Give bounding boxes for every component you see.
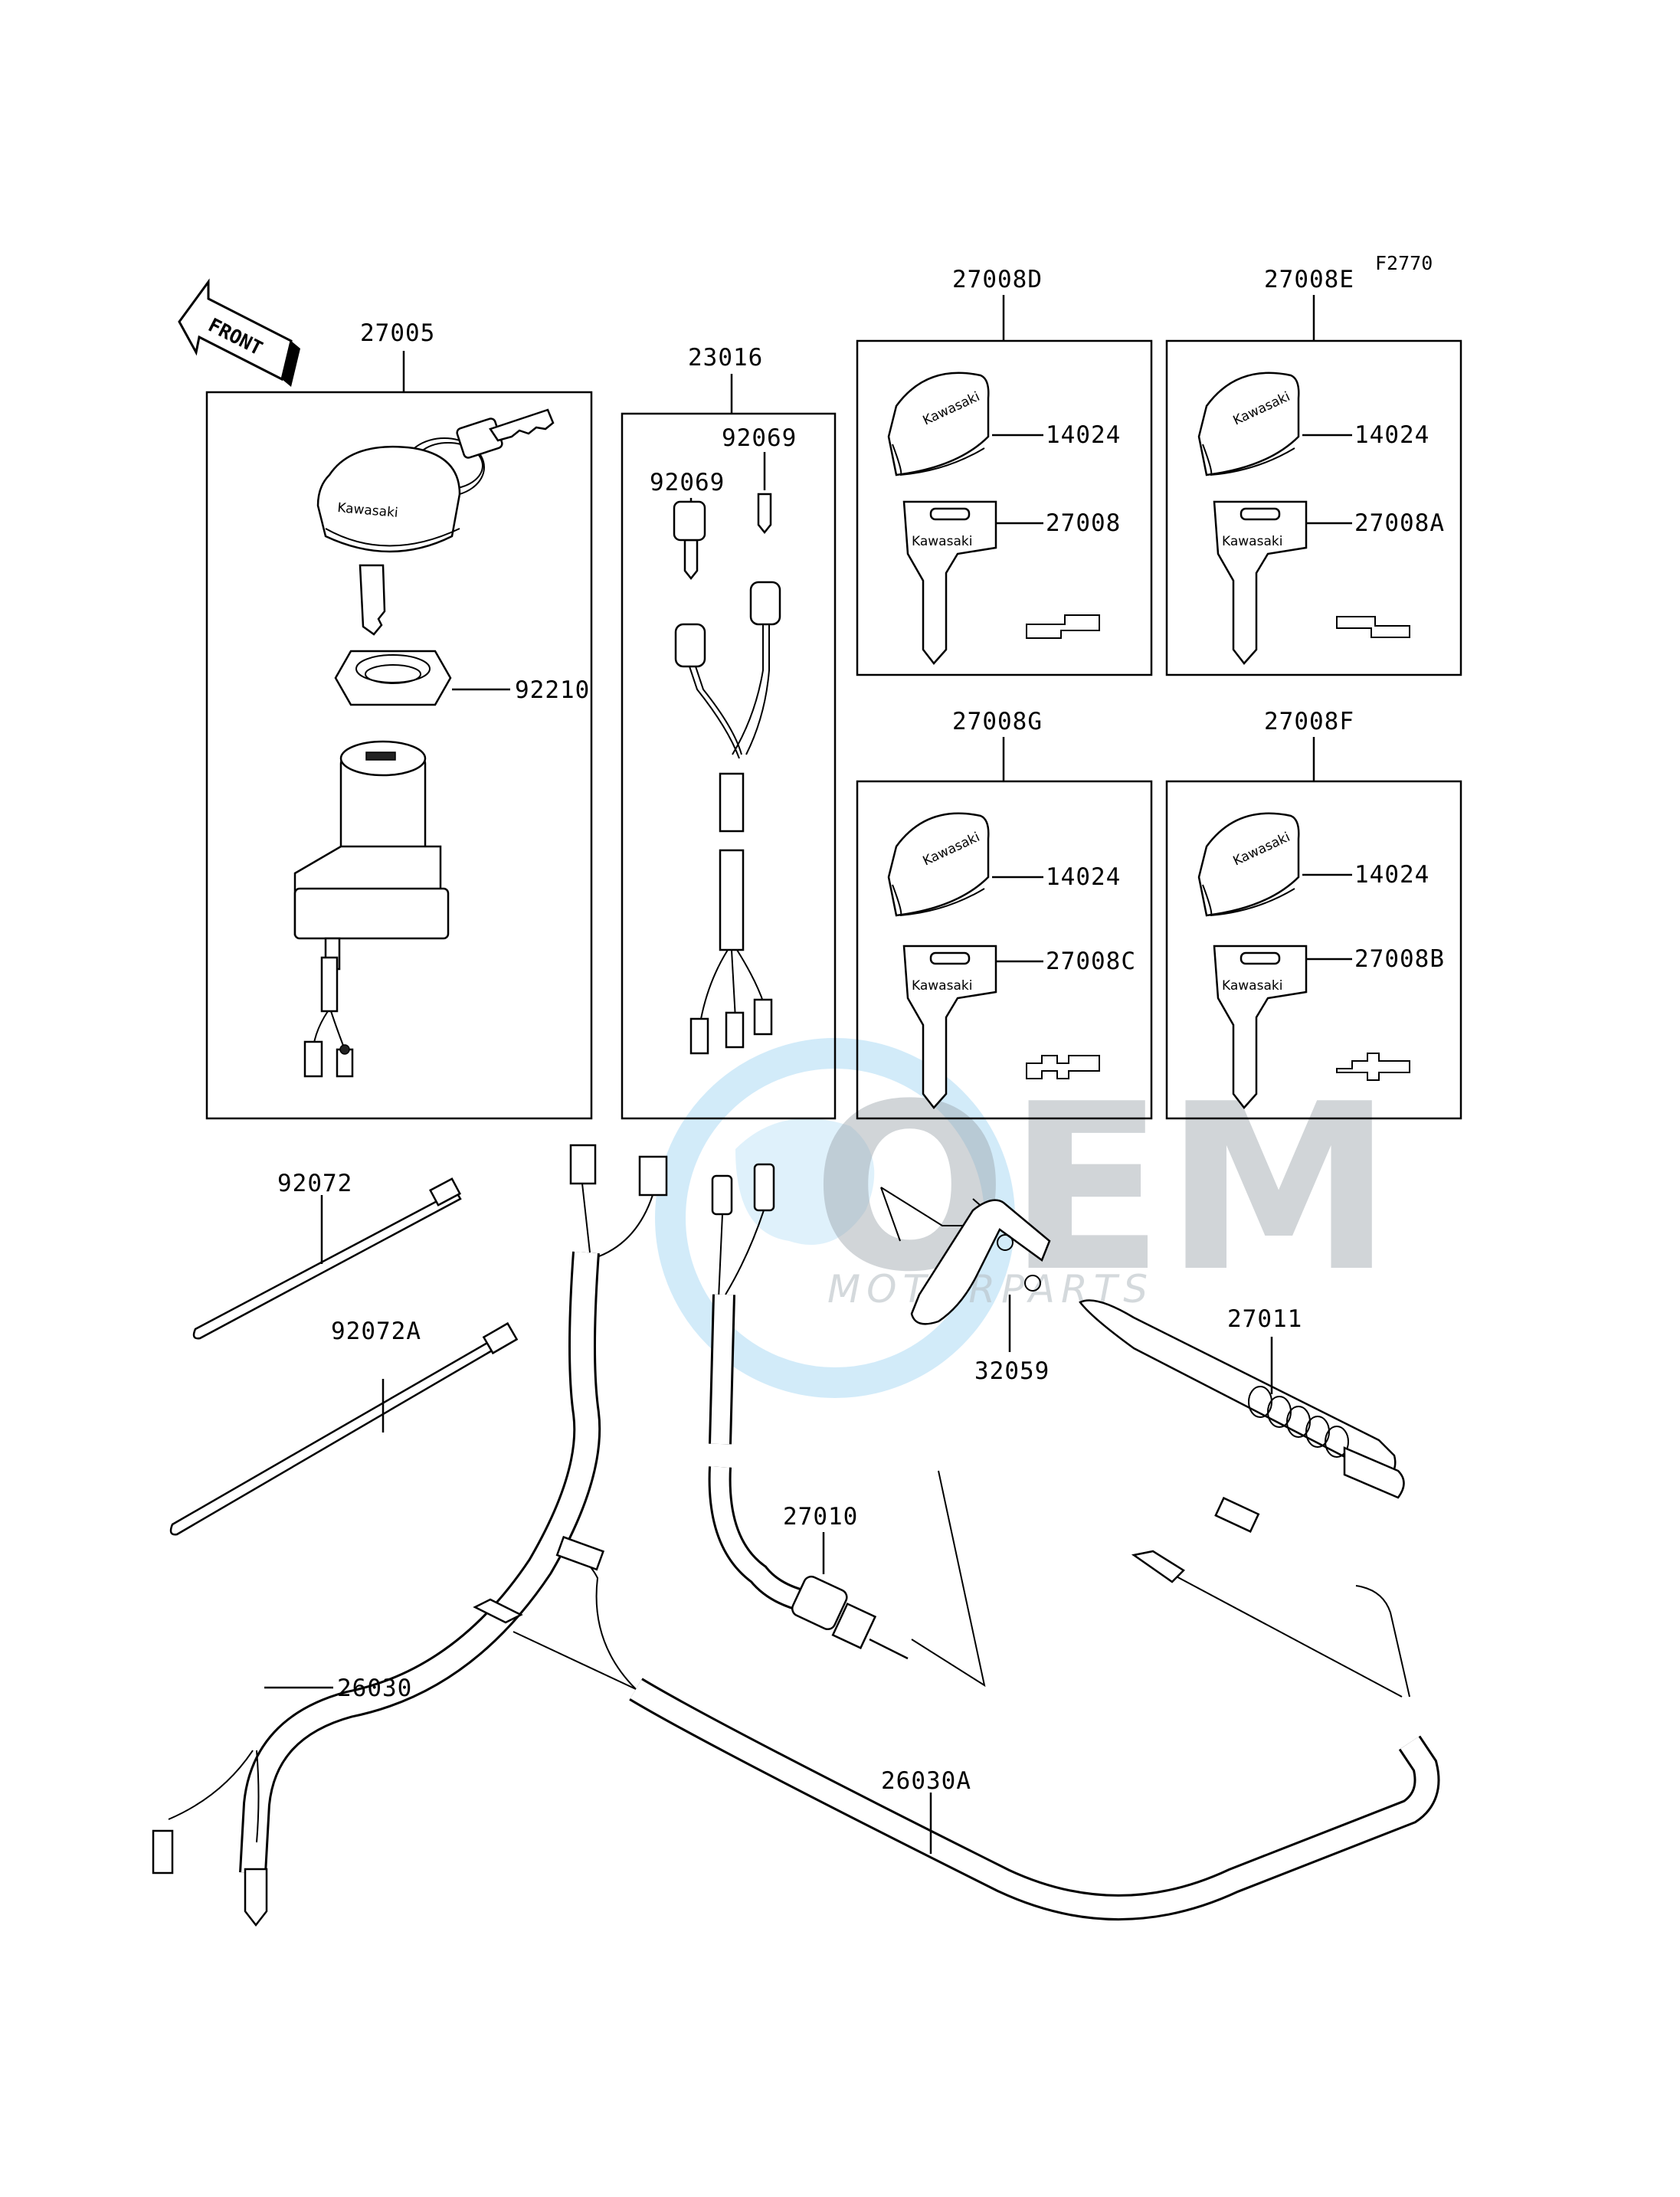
bracket-32059-icon <box>880 1187 1051 1352</box>
cover-27011-icon <box>1079 1299 1405 1499</box>
label-27008E: 27008E <box>1264 266 1354 293</box>
label-27008B: 27008B <box>1354 945 1445 973</box>
ignition-switch-assembly: 27005 Kawasaki 92210 <box>205 319 593 1120</box>
label-27011: 27011 <box>1227 1305 1302 1333</box>
label-27010: 27010 <box>783 1503 858 1531</box>
terminal-92069-upper-icon <box>757 493 772 535</box>
harness-26030-icon <box>152 1144 668 1927</box>
key-set-27008D: 27008D Kawasaki 14024 Kawasaki 27008 <box>856 266 1153 676</box>
label-27008: 27008 <box>1046 509 1121 537</box>
label-23016: 23016 <box>688 344 763 372</box>
label-26030A: 26030A <box>881 1767 971 1795</box>
label-27008F: 27008F <box>1264 708 1354 735</box>
front-arrow-icon: FRONT <box>178 278 300 387</box>
key-blade-icon: Kawasaki <box>1213 500 1410 665</box>
key-set-27008G: 27008G Kawasaki 14024 Kawasaki 27008C <box>856 708 1153 1120</box>
sub-harness-wires-icon <box>673 500 781 1055</box>
switch-body-icon <box>293 740 450 1078</box>
label-27008C: 27008C <box>1046 948 1136 975</box>
key-cap-icon: Kawasaki <box>1197 812 1300 917</box>
label-92072A: 92072A <box>331 1318 421 1345</box>
box-23016 <box>621 412 837 1120</box>
label-14024-G: 14024 <box>1046 863 1121 891</box>
key-set-27008F: 27008F Kawasaki 14024 Kawasaki 27008B <box>1165 708 1462 1120</box>
box-27008F <box>1165 780 1462 1120</box>
label-14024-D: 14024 <box>1046 421 1121 449</box>
key-cap-icon: Kawasaki <box>887 372 990 476</box>
label-92069-lower: 92069 <box>650 469 725 496</box>
box-27005 <box>205 391 593 1120</box>
key-set-27008E: 27008E Kawasaki 14024 Kawasaki 27008A <box>1165 266 1462 676</box>
label-14024-F: 14024 <box>1354 861 1429 889</box>
label-92072: 92072 <box>277 1170 352 1197</box>
label-27008A: 27008A <box>1354 509 1445 537</box>
pointer-lines <box>911 1470 986 1688</box>
watermark: OEM MOTORPARTS <box>655 1038 1393 1398</box>
sub-harness-assembly: 23016 92069 92069 <box>621 344 837 1120</box>
harness-26030A-icon <box>473 1496 1440 1920</box>
box-27008D <box>856 339 1153 676</box>
cable-tie-92072A-icon <box>169 1321 519 1536</box>
key-cap-icon: Kawasaki <box>1197 372 1300 476</box>
watermark-main-text: OEM <box>812 1055 1393 1322</box>
key-blade-icon: Kawasaki <box>902 500 1100 665</box>
key-brand-text: Kawasaki <box>1222 534 1282 549</box>
key-blade-icon: Kawasaki <box>902 945 1100 1109</box>
label-26030: 26030 <box>337 1675 412 1702</box>
label-92210: 92210 <box>515 676 590 704</box>
label-14024-E: 14024 <box>1354 421 1429 449</box>
label-92069-upper: 92069 <box>722 424 797 452</box>
key-blade-icon: Kawasaki <box>1213 945 1410 1109</box>
label-27005: 27005 <box>360 319 435 347</box>
key-brand-text: Kawasaki <box>912 534 972 549</box>
key-brand-text: Kawasaki <box>912 978 972 994</box>
label-32059: 32059 <box>974 1357 1050 1385</box>
label-27008D: 27008D <box>952 266 1043 293</box>
box-27008G <box>856 780 1153 1120</box>
terminal-92069-lower-icon <box>683 539 699 581</box>
cable-tie-92072-icon <box>192 1177 462 1340</box>
ignition-key-icon: Kawasaki <box>316 408 555 636</box>
key-brand-text: Kawasaki <box>1222 978 1282 994</box>
key-cap-icon: Kawasaki <box>887 812 990 917</box>
switch-27010-icon <box>708 1163 909 1660</box>
nut-92210-icon <box>334 650 510 706</box>
label-27008G: 27008G <box>952 708 1043 735</box>
figure-id: F2770 <box>1375 252 1433 274</box>
box-27008E <box>1165 339 1462 676</box>
